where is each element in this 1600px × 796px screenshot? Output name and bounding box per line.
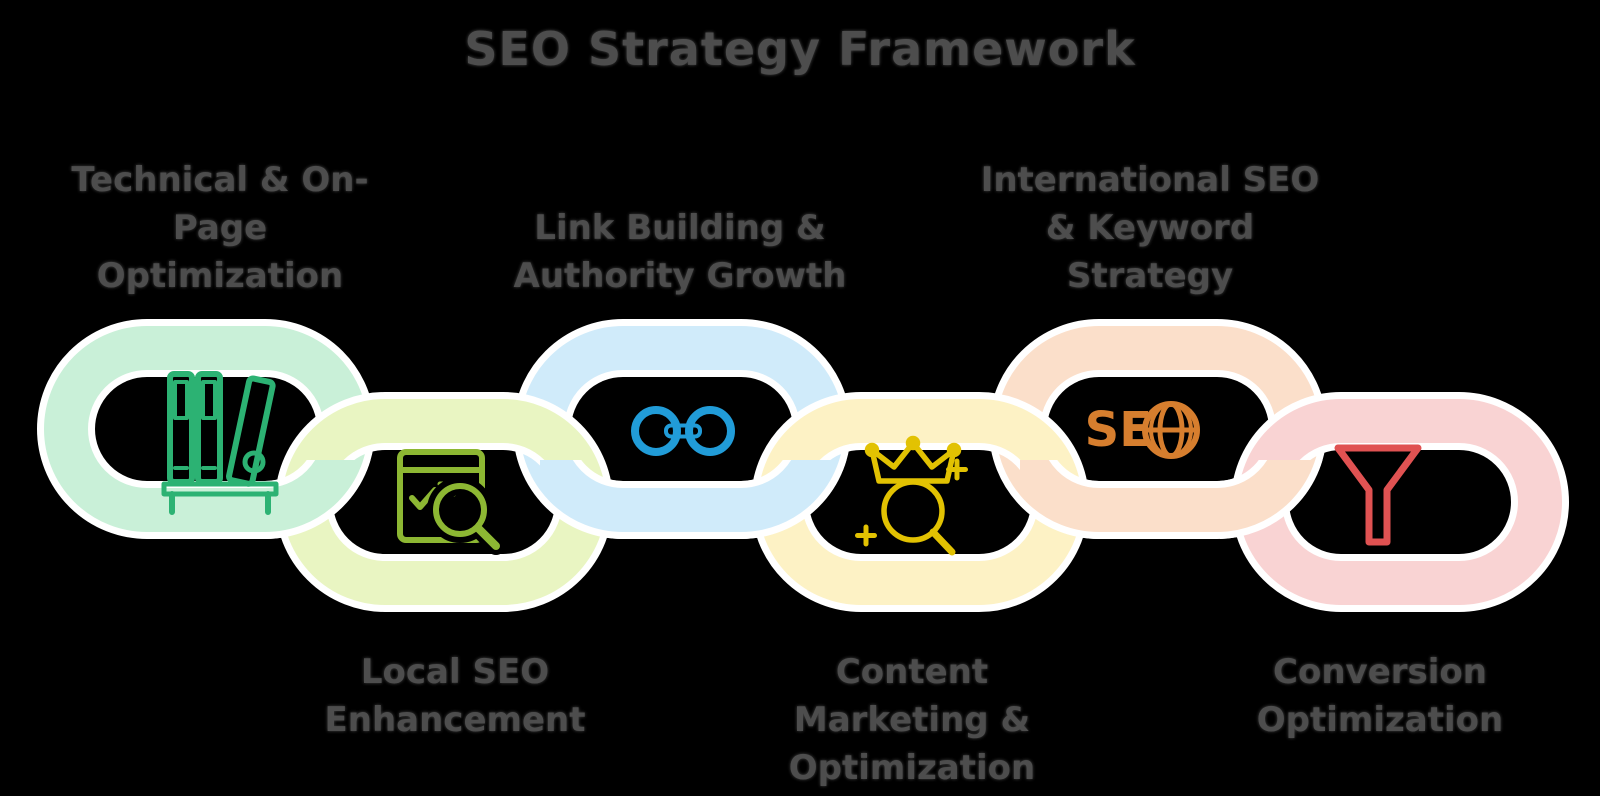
chain-link-icon	[631, 406, 735, 456]
label-line: Enhancement	[324, 700, 586, 740]
label-line: Optimization	[788, 748, 1036, 788]
label-line: Marketing &	[793, 700, 1031, 740]
label-line: Content	[835, 652, 989, 692]
label-line: Optimization	[96, 256, 344, 296]
books-icon	[161, 371, 279, 515]
label-line: Authority Growth	[513, 256, 847, 296]
label-line: & Keyword	[1045, 208, 1255, 248]
label-local-seo: Local SEO Enhancement	[325, 648, 586, 744]
label-line: Strategy	[1066, 256, 1234, 296]
label-conversion: Conversion Optimization	[1257, 648, 1503, 744]
label-line: Optimization	[1256, 700, 1504, 740]
label-content-marketing: Content Marketing & Optimization	[789, 648, 1035, 792]
crown-search-icon	[855, 435, 968, 556]
label-line: Local SEO	[360, 652, 550, 692]
label-link-building: Link Building & Authority Growth	[514, 204, 847, 300]
diagram-title: SEO Strategy Framework	[464, 22, 1136, 76]
label-line: International SEO	[980, 160, 1320, 200]
label-line: Conversion	[1273, 652, 1487, 692]
browser-audit-icon	[397, 449, 505, 555]
label-line: Page	[172, 208, 268, 248]
seo-icon-text: SE	[1085, 402, 1152, 458]
label-technical: Technical & On- Page Optimization	[71, 156, 368, 300]
label-line: Technical & On-	[71, 160, 369, 200]
funnel-icon	[1334, 444, 1422, 546]
seo-globe-icon: SE	[1085, 401, 1200, 459]
label-international: International SEO & Keyword Strategy	[981, 156, 1320, 300]
label-line: Link Building &	[534, 208, 826, 248]
